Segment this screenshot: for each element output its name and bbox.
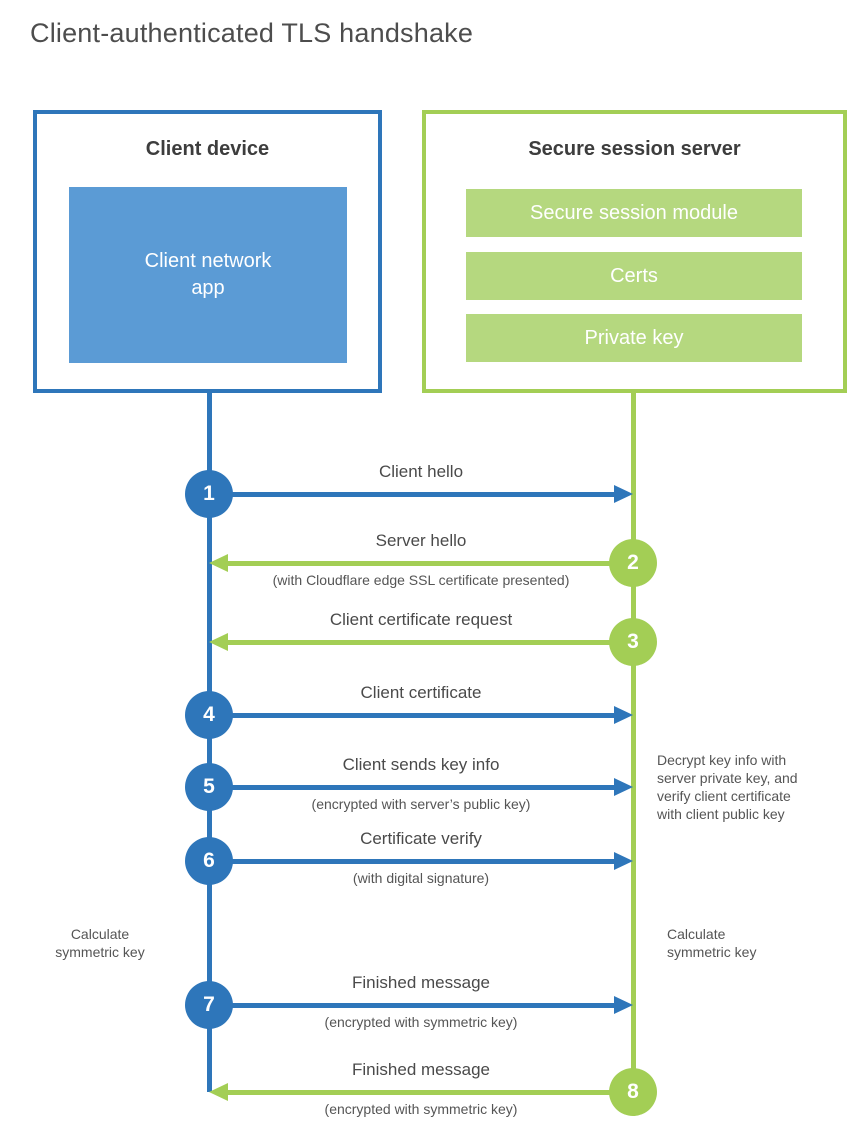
arrow-shaft xyxy=(209,1003,615,1008)
arrow-left-icon xyxy=(209,554,228,572)
page-title: Client-authenticated TLS handshake xyxy=(30,18,474,48)
arrow-shaft xyxy=(227,1090,633,1095)
arrow-right-icon xyxy=(614,852,633,870)
server-private-key-bar: Private key xyxy=(466,314,802,362)
arrow-shaft xyxy=(209,859,615,864)
decrypt-note: Decrypt key info with server private key… xyxy=(657,752,798,822)
step-number-badge: 1 xyxy=(185,470,233,518)
calculate-symmetric-key-note-server: Calculate symmetric key xyxy=(667,926,757,960)
arrow-shaft xyxy=(209,713,615,718)
arrow-left-icon xyxy=(209,1083,228,1101)
step-number-badge: 5 xyxy=(185,763,233,811)
step-number-badge: 4 xyxy=(185,691,233,739)
arrow-right-icon xyxy=(614,706,633,724)
step-label: Client certificate xyxy=(360,683,482,702)
arrow-shaft xyxy=(227,640,633,645)
step-label: Client sends key info xyxy=(342,755,500,774)
arrow-right-icon xyxy=(614,996,633,1014)
step-sublabel: (with digital signature) xyxy=(352,870,490,886)
step-number-badge: 3 xyxy=(609,618,657,666)
arrow-shaft xyxy=(227,561,633,566)
step-label: Client hello xyxy=(378,462,464,481)
step-label: Client certificate request xyxy=(329,610,513,629)
server-module-bar: Secure session module xyxy=(466,189,802,237)
step-number-badge: 8 xyxy=(609,1068,657,1116)
server-certs-bar: Certs xyxy=(466,252,802,300)
client-device-title: Client device xyxy=(145,138,270,160)
client-network-app-box: Client network app xyxy=(69,187,347,363)
secure-session-server-title: Secure session server xyxy=(528,138,741,160)
step-sublabel: (encrypted with symmetric key) xyxy=(324,1014,518,1030)
calculate-symmetric-key-note-client: Calculate symmetric key xyxy=(55,926,145,960)
step-sublabel: (with Cloudflare edge SSL certificate pr… xyxy=(272,572,570,588)
arrow-right-icon xyxy=(614,485,633,503)
step-number-badge: 2 xyxy=(609,539,657,587)
client-lifeline xyxy=(207,393,212,1092)
step-number-badge: 7 xyxy=(185,981,233,1029)
step-sublabel: (encrypted with server’s public key) xyxy=(311,796,531,812)
step-label: Finished message xyxy=(352,1060,490,1079)
step-label: Server hello xyxy=(375,531,467,550)
step-sublabel: (encrypted with symmetric key) xyxy=(324,1101,518,1117)
arrow-shaft xyxy=(209,785,615,790)
arrow-left-icon xyxy=(209,633,228,651)
arrow-right-icon xyxy=(614,778,633,796)
step-label: Certificate verify xyxy=(360,829,482,848)
client-network-app-label: Client network app xyxy=(144,250,272,299)
server-lifeline xyxy=(631,393,636,1092)
step-label: Finished message xyxy=(352,973,490,992)
step-number-badge: 6 xyxy=(185,837,233,885)
arrow-shaft xyxy=(209,492,615,497)
